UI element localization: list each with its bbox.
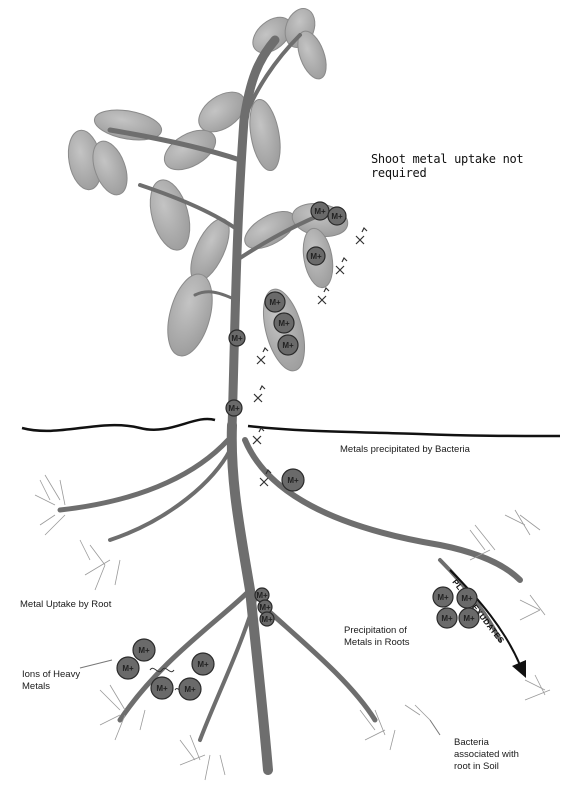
metal-ion-label: M+ [259, 603, 271, 612]
metal-ion-label: M+ [437, 593, 449, 602]
metal-ion-label: M+ [287, 476, 299, 485]
metal-ion-label: M+ [463, 614, 475, 623]
precipitation-line1: Precipitation of [344, 625, 409, 637]
metal-uptake-root-label: Metal Uptake by Root [20, 599, 111, 611]
metal-ion-label: M+ [184, 685, 196, 694]
metal-ion-label: M+ [314, 207, 326, 216]
soil-surface-line [22, 419, 560, 436]
metal-ion-label: M+ [261, 615, 273, 624]
metal-ion-label: M+ [156, 684, 168, 693]
ions-line1: Ions of Heavy [22, 669, 80, 681]
metal-ion-label: M+ [231, 334, 243, 343]
bacteria-label: Bacteria associated with root in Soil [454, 737, 519, 773]
ions-line2: Metals [22, 681, 80, 693]
plant-exudates-label: PLANT EXUDATES [450, 578, 506, 646]
metals-precipitated-label: Metals precipitated by Bacteria [340, 444, 470, 456]
bacteria-line2: associated with [454, 749, 519, 761]
metal-ion-label: M+ [441, 614, 453, 623]
metal-ion-label: M+ [122, 664, 134, 673]
metal-ion-label: M+ [278, 319, 290, 328]
precipitation-line2: Metals in Roots [344, 637, 409, 649]
precipitation-label: Precipitation of Metals in Roots [344, 625, 409, 649]
metal-ion-label: M+ [138, 646, 150, 655]
metal-ion-label: M+ [282, 341, 294, 350]
metal-ion-label: M+ [310, 252, 322, 261]
shoot-uptake-label: Shoot metal uptake not required [371, 152, 569, 180]
metal-ion-label: M+ [331, 212, 343, 221]
bacteria-line1: Bacteria [454, 737, 519, 749]
leaf-group [64, 4, 350, 375]
metal-ion-label: M+ [197, 660, 209, 669]
metal-ion-label: M+ [228, 404, 240, 413]
metal-ion-label: M+ [269, 298, 281, 307]
ions-heavy-metals-label: Ions of Heavy Metals [22, 669, 80, 693]
leaf [160, 269, 220, 360]
leaf [245, 97, 285, 173]
metal-ion-label: M+ [256, 591, 268, 600]
bacteria-line3: root in Soil [454, 761, 519, 773]
metal-ion-label: M+ [461, 594, 473, 603]
